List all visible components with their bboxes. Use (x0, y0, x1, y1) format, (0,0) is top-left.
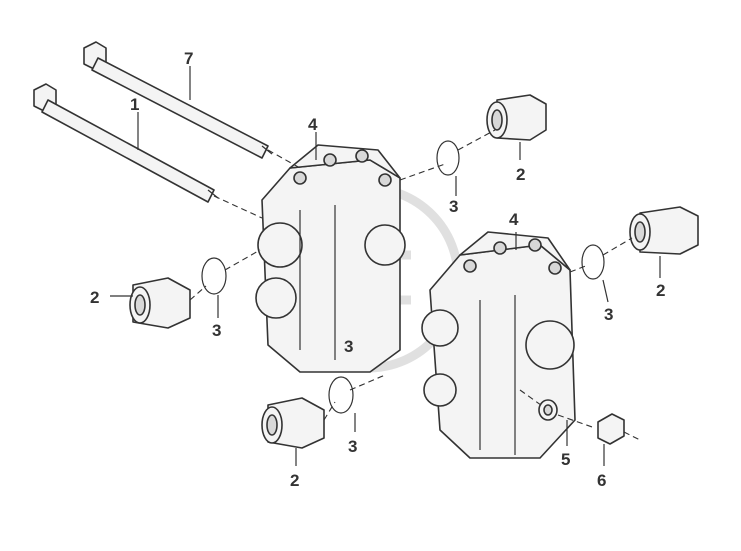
fitting-2-top (486, 94, 547, 141)
o-ring-3-bottom (328, 376, 354, 414)
o-ring-3-top (436, 140, 460, 176)
valve-body-right (421, 231, 576, 459)
washer-5 (538, 399, 558, 421)
fitting-2-bottom (261, 397, 325, 449)
assembly-lines (189, 129, 641, 441)
callout-2-bottom: 2 (290, 471, 299, 490)
callout-3-right: 3 (604, 305, 613, 324)
callout-4-left: 4 (308, 115, 318, 134)
callout-numbers: 7 1 4 2 3 4 2 3 2 3 3 2 5 6 3 (90, 49, 665, 490)
callout-4-right: 4 (509, 210, 519, 229)
bolt-7 (83, 41, 273, 159)
bolt-1 (33, 83, 219, 203)
leader-lines (110, 66, 661, 466)
callout-5: 5 (561, 450, 570, 469)
nut-6 (597, 413, 625, 445)
callout-7: 7 (184, 49, 193, 68)
o-ring-3-right (581, 244, 605, 280)
callout-3-left: 3 (212, 321, 221, 340)
fitting-2-right (629, 206, 699, 255)
fitting-2-left (129, 277, 191, 329)
callout-2-top: 2 (516, 165, 525, 184)
o-ring-3-left (201, 257, 227, 295)
callout-3-bottom: 3 (348, 437, 357, 456)
callout-3-top: 3 (449, 197, 458, 216)
callout-2-right: 2 (656, 281, 665, 300)
callout-3-body: 3 (344, 337, 353, 356)
callout-1: 1 (130, 95, 139, 114)
valve-body-left (255, 144, 406, 373)
callout-2-left: 2 (90, 288, 99, 307)
callout-6: 6 (597, 471, 606, 490)
